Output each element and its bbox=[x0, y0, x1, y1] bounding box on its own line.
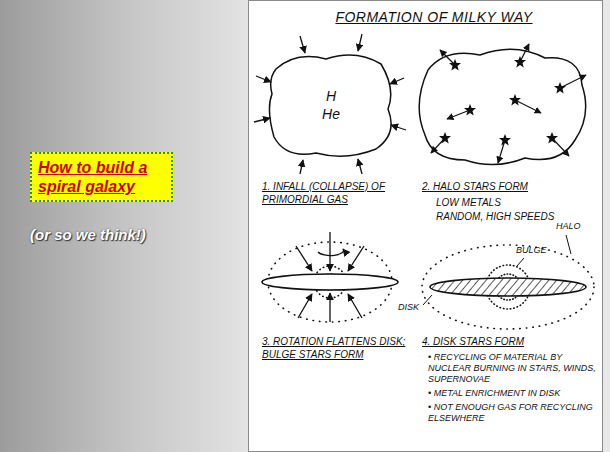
halo-star bbox=[554, 82, 566, 94]
collapse-arrow bbox=[329, 232, 330, 271]
cloud-outline-path bbox=[269, 55, 391, 156]
infall-arrows bbox=[254, 34, 406, 174]
step-note: LOW METALS bbox=[436, 196, 586, 209]
part-label: DISK bbox=[398, 302, 419, 313]
step-caption: 4. DISK STARS FORM bbox=[422, 335, 597, 348]
star-arrow bbox=[560, 75, 586, 88]
step-caption: 2. HALO STARS FORM bbox=[422, 180, 592, 193]
cloud-outline bbox=[419, 49, 586, 164]
gas-cloud: HHe bbox=[266, 49, 396, 161]
hatched-disk bbox=[430, 278, 586, 296]
disk bbox=[262, 274, 398, 290]
halo-star bbox=[514, 56, 526, 68]
collapse-arrow bbox=[348, 294, 362, 318]
leader-lines bbox=[423, 235, 571, 305]
halo-star bbox=[439, 132, 451, 144]
star-arrows bbox=[431, 44, 586, 163]
star-arrow bbox=[520, 44, 529, 62]
rotation-arrow bbox=[318, 249, 344, 256]
part-label: HALO bbox=[556, 221, 581, 232]
title-box: How to build a spiral galaxy bbox=[30, 152, 173, 202]
halo-stars bbox=[439, 56, 566, 146]
infall-arrow bbox=[254, 118, 270, 122]
infall-arrow bbox=[300, 160, 303, 174]
star-arrow bbox=[515, 100, 541, 113]
collapse-arrow bbox=[296, 246, 312, 271]
collapse-arrow bbox=[298, 294, 312, 318]
leader-line bbox=[423, 295, 432, 305]
bullet-note: • RECYCLING OF MATERIAL BY NUCLEAR BURNI… bbox=[428, 352, 598, 385]
infall-arrow bbox=[358, 159, 362, 174]
part-label: BULGE bbox=[516, 245, 547, 256]
step-caption: 3. ROTATION FLATTENS DISK; BULGE STARS F… bbox=[262, 335, 407, 361]
infall-arrow bbox=[358, 34, 362, 51]
halo-star bbox=[449, 59, 461, 71]
step-caption: 1. INFALL (COLLAPSE) OF PRIMORDIAL GAS bbox=[262, 180, 410, 206]
slide-title: How to build a spiral galaxy bbox=[38, 158, 164, 196]
panel-title: FORMATION OF MILKY WAY bbox=[309, 9, 559, 25]
cloud-outline bbox=[266, 49, 396, 161]
collapse-arrow bbox=[348, 246, 364, 271]
bullet-note: • NOT ENOUGH GAS FOR RECYCLING ELSEWHERE bbox=[428, 402, 598, 424]
infall-arrow bbox=[300, 36, 305, 53]
halo-star bbox=[464, 104, 476, 116]
panel-background bbox=[248, 0, 603, 452]
infall-arrow bbox=[256, 76, 271, 82]
bullet-note: • METAL ENRICHMENT IN DISK bbox=[428, 388, 598, 399]
halo-star bbox=[499, 134, 511, 146]
leader-line bbox=[566, 235, 571, 254]
element-symbol: H bbox=[326, 87, 336, 105]
drawing-panel: FORMATION OF MILKY WAY HHe bbox=[248, 0, 603, 452]
star-arrow bbox=[440, 50, 455, 65]
halo-star bbox=[546, 132, 558, 144]
collapse-arrow bbox=[329, 293, 330, 322]
star-arrow bbox=[447, 110, 470, 119]
halo-dots bbox=[422, 245, 594, 329]
halo-star bbox=[509, 94, 521, 106]
subtitle: (or so we think!) bbox=[30, 226, 230, 243]
element-symbol: He bbox=[322, 105, 340, 123]
infall-arrow bbox=[391, 125, 406, 130]
infall-arrow bbox=[390, 78, 404, 84]
leader-line bbox=[517, 258, 524, 266]
